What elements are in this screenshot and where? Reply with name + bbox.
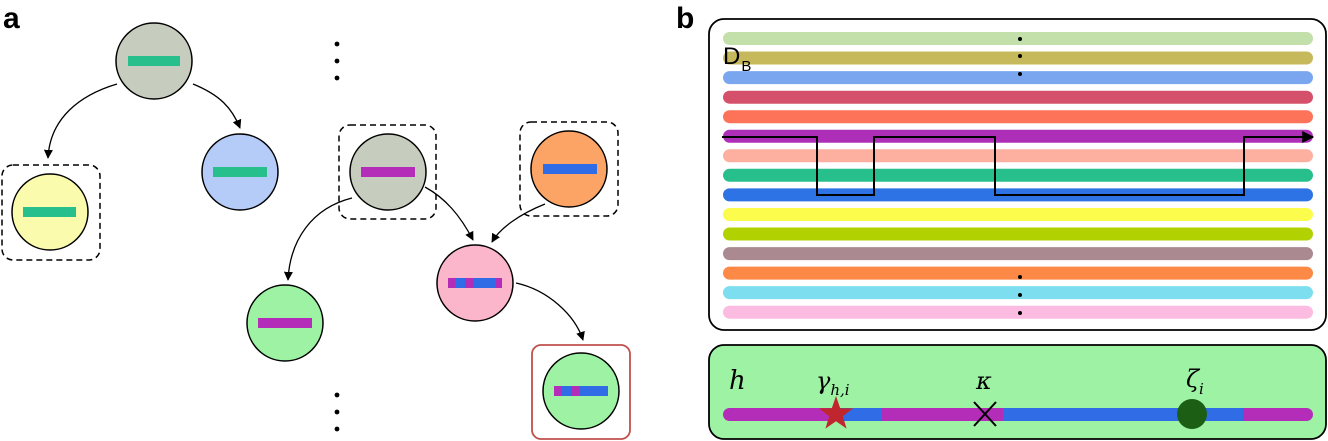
- haplotype-bar: [723, 247, 1313, 261]
- target-haplotype-bar: [723, 408, 1313, 421]
- panel-b-label: b: [676, 2, 694, 35]
- h-label: h: [729, 366, 746, 396]
- haplotype-bar: [723, 71, 1313, 85]
- haplotype-bars: [723, 32, 1313, 319]
- db-ellipsis-bottom: [1018, 275, 1022, 315]
- star-icon: [818, 396, 854, 429]
- node-yellow: [11, 173, 89, 251]
- haplotype-bar: [723, 129, 1313, 143]
- node-orange: [530, 130, 608, 208]
- selection-box-yellow: [1, 164, 101, 261]
- node-green-left: [246, 284, 324, 362]
- node-root: [115, 22, 193, 100]
- gamma-label: γh,i: [816, 367, 850, 399]
- haplotype-bar: [723, 32, 1313, 45]
- target-haplotype-box: [708, 344, 1327, 440]
- node-gray: [349, 133, 427, 211]
- haplotype-bar: [723, 286, 1313, 300]
- zeta-label: ζi: [1186, 365, 1204, 398]
- cross-icon: [973, 401, 997, 427]
- haplotype-bar: [723, 90, 1313, 104]
- haplotype-bar: [723, 110, 1313, 124]
- copying-path-line: [722, 131, 1315, 196]
- haplotype-bar: [723, 227, 1313, 241]
- database-label: DB: [723, 43, 751, 75]
- ellipsis-bottom: [334, 392, 340, 432]
- output-highlight-box: [531, 344, 631, 440]
- panel-a-label: a: [3, 2, 20, 35]
- haplotype-bar: [723, 305, 1313, 319]
- kappa-label: κ: [975, 367, 992, 395]
- filled-circle-icon: [1177, 399, 1207, 429]
- db-ellipsis-top: [1018, 37, 1022, 76]
- haplotype-bar: [723, 51, 1313, 65]
- haplotype-bar: [723, 168, 1313, 182]
- haplotype-bar: [723, 208, 1313, 221]
- node-blue: [201, 133, 279, 211]
- node-pink-recombinant: [436, 244, 514, 322]
- ellipsis-top: [334, 41, 340, 81]
- lineage-arrows: [43, 83, 585, 341]
- node-green-output: [542, 352, 620, 430]
- haplotype-bar: [723, 266, 1313, 280]
- selection-box-orange: [519, 121, 619, 217]
- haplotype-bar: [723, 149, 1313, 163]
